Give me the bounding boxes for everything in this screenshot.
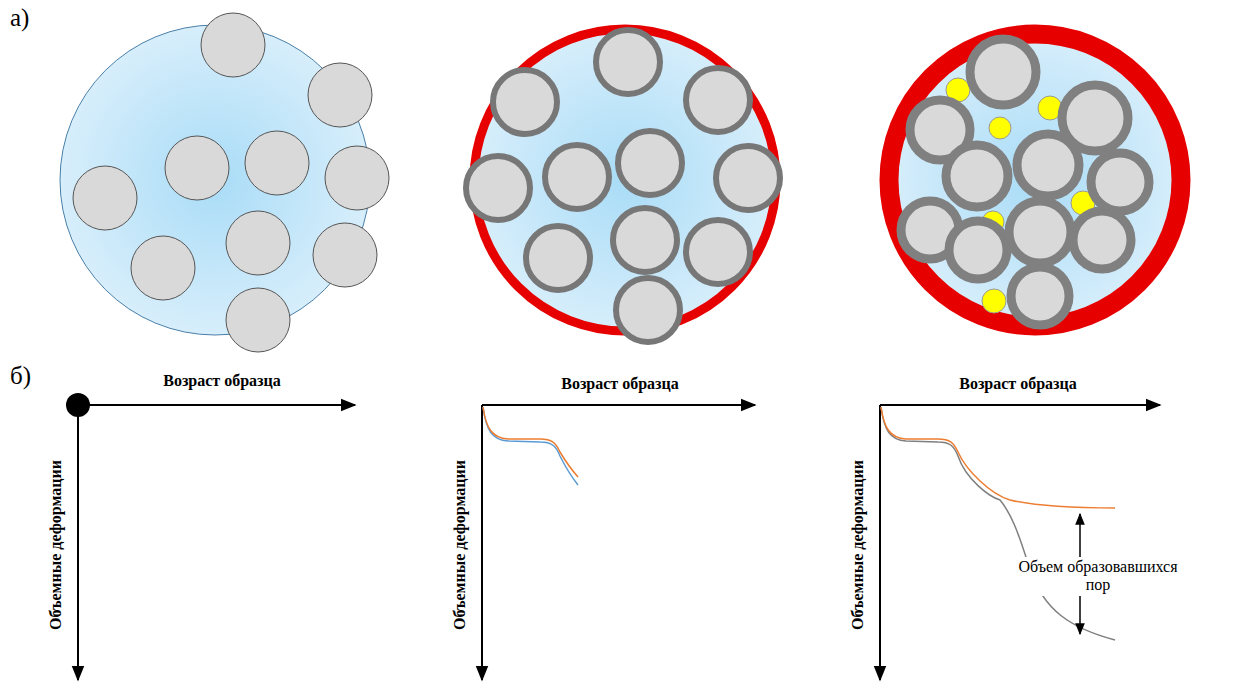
panel-letter: а)	[10, 4, 29, 33]
axis-title: Объемные деформации	[849, 460, 867, 630]
axis-title: Возраст образца	[959, 375, 1077, 393]
fresh-mix-circle	[60, 13, 389, 352]
axis-title: Возраст образца	[561, 375, 679, 393]
graph-axes	[78, 405, 1160, 680]
deformation-curves	[483, 407, 1115, 640]
start-dot	[66, 393, 90, 417]
axis-title: Объемные деформации	[451, 460, 469, 630]
hardened-circle	[889, 34, 1181, 326]
axis-title: Объемные деформации	[47, 460, 65, 630]
pore-volume-label: Объем образовавшихся пор	[1016, 557, 1180, 596]
hardening-circle	[466, 29, 780, 342]
panel-letter: б)	[10, 362, 31, 391]
axis-title: Возраст образца	[163, 372, 281, 390]
